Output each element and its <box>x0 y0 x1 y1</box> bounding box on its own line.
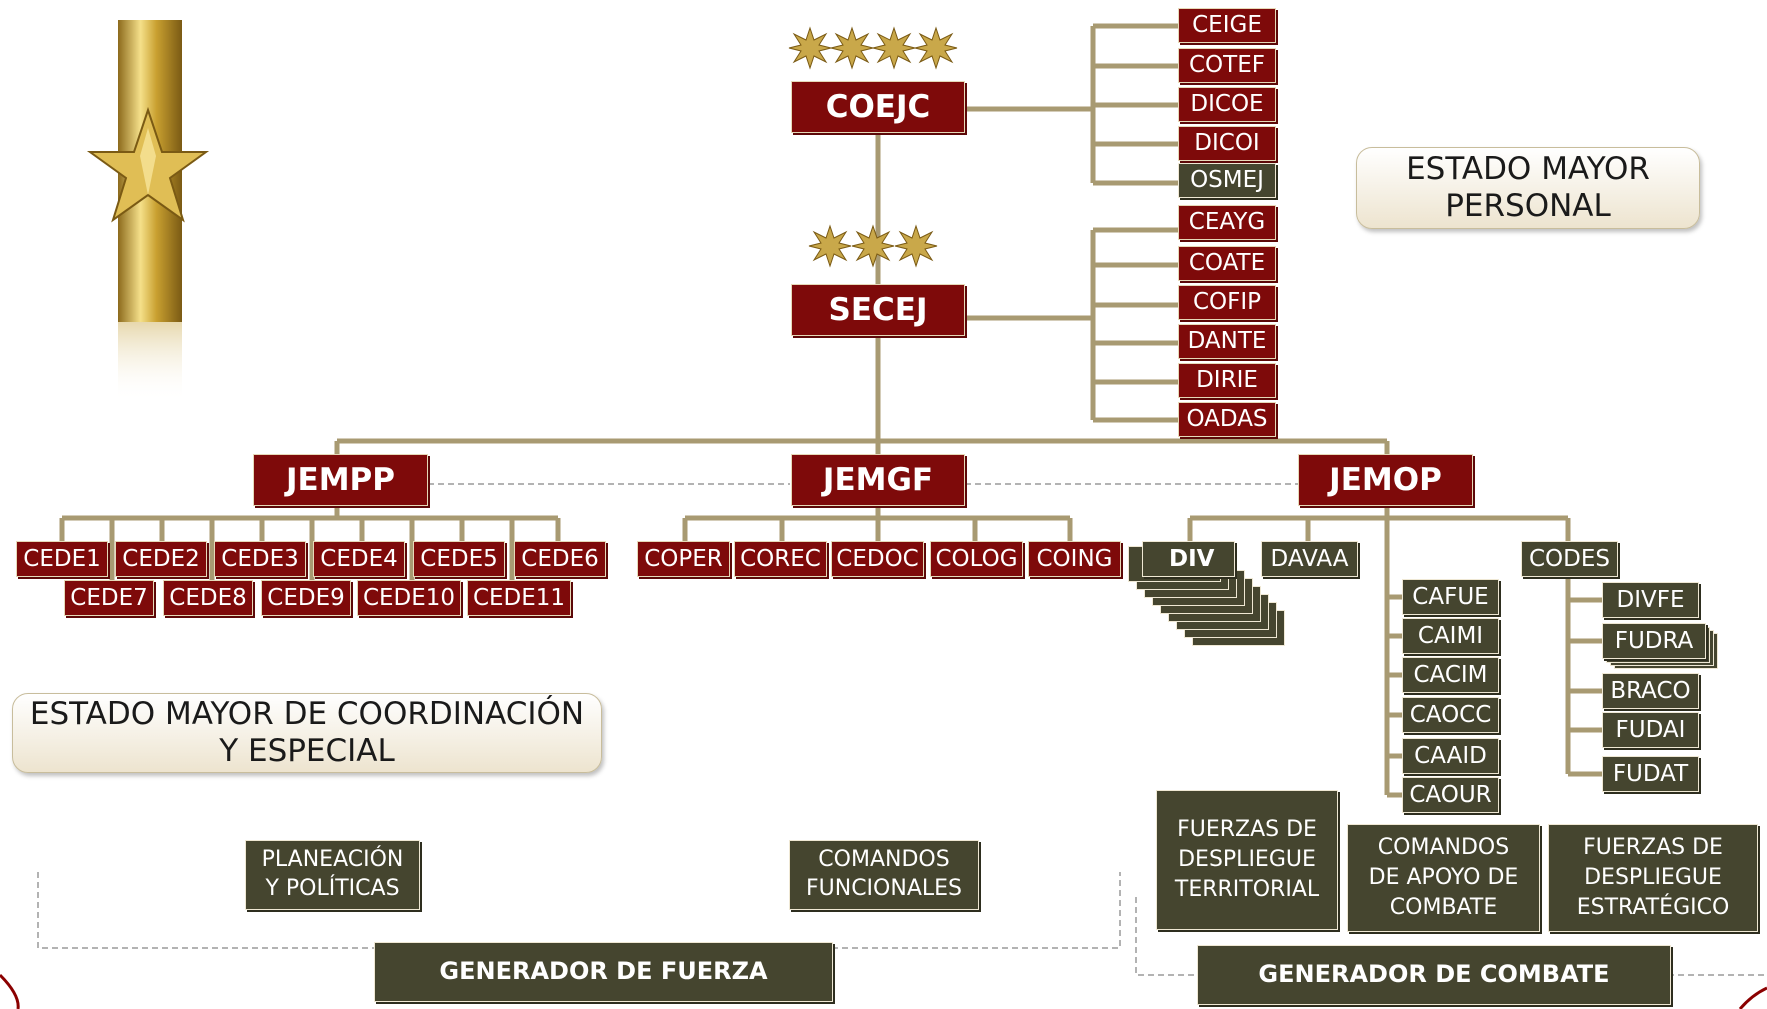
caa-unit: CAOCC <box>1402 697 1499 733</box>
davaa-box: DAVAA <box>1261 541 1358 577</box>
secej-unit-dante: DANTE <box>1178 324 1276 359</box>
cede-unit: CEDE8 <box>163 580 253 616</box>
coejc-box: COEJC <box>791 81 965 133</box>
cede-unit: CEDE6 <box>514 541 606 577</box>
codes-unit: FUDAT <box>1602 756 1699 792</box>
cede-unit: CEDE9 <box>261 580 351 616</box>
cede-unit: CEDE7 <box>64 580 154 616</box>
cede-unit: CEDE1 <box>16 541 108 577</box>
fuerzas-territorial-box: FUERZAS DE DESPLIEGUE TERRITORIAL <box>1156 790 1338 930</box>
caption-estado-mayor-coordinacion: ESTADO MAYOR DE COORDINACIÓN Y ESPECIAL <box>12 693 602 773</box>
codes-unit: DIVFE <box>1602 582 1699 618</box>
caa-unit: CAAID <box>1402 738 1499 774</box>
codes-box: CODES <box>1521 541 1618 577</box>
coejc-unit-dicoi: DICOI <box>1178 126 1276 161</box>
cede-unit: CEDE11 <box>467 580 571 616</box>
general-star-insignia-icon <box>86 20 210 402</box>
generador-fuerza-box: GENERADOR DE FUERZA <box>374 942 833 1002</box>
secej-unit-cofip: COFIP <box>1178 285 1276 320</box>
coejc-unit-dicoe: DICOE <box>1178 87 1276 122</box>
secej-unit-ceayg: CEAYG <box>1178 205 1276 240</box>
caa-unit: CACIM <box>1402 657 1499 693</box>
generador-combate-box: GENERADOR DE COMBATE <box>1197 945 1671 1005</box>
secej-unit-coate: COATE <box>1178 246 1276 281</box>
planeacion-box: PLANEACIÓN Y POLÍTICAS <box>245 840 420 910</box>
coejc-unit-ceige: CEIGE <box>1178 8 1276 43</box>
jempp-box: JEMPP <box>253 454 428 506</box>
secej-unit-dirie: DIRIE <box>1178 363 1276 398</box>
three-star-rank-icon <box>808 224 938 268</box>
cede-unit: CEDE4 <box>313 541 405 577</box>
jemgf-unit: COPER <box>637 541 730 577</box>
jemgf-unit: CEDOC <box>831 541 924 577</box>
fuerzas-estrategico-box: FUERZAS DE DESPLIEGUE ESTRATÉGICO <box>1548 824 1758 932</box>
cede-unit: CEDE10 <box>357 580 461 616</box>
comandos-apoyo-box: COMANDOS DE APOYO DE COMBATE <box>1347 824 1540 932</box>
jemop-box: JEMOP <box>1298 454 1473 506</box>
coejc-unit-cotef: COTEF <box>1178 48 1276 83</box>
div-box: DIV <box>1142 541 1235 577</box>
jemgf-unit: COLOG <box>930 541 1023 577</box>
cede-unit: CEDE5 <box>413 541 505 577</box>
cede-unit: CEDE2 <box>115 541 207 577</box>
secej-box: SECEJ <box>791 284 965 336</box>
coejc-unit-osmej: OSMEJ <box>1178 163 1276 198</box>
jemgf-unit: COREC <box>734 541 827 577</box>
caption-estado-mayor-personal: ESTADO MAYOR PERSONAL <box>1356 147 1700 229</box>
codes-unit: BRACO <box>1602 673 1699 709</box>
secej-unit-oadas: OADAS <box>1178 402 1276 437</box>
four-star-rank-icon <box>788 26 958 70</box>
caa-unit: CAIMI <box>1402 618 1499 654</box>
cede-unit: CEDE3 <box>214 541 306 577</box>
jemgf-unit: COING <box>1028 541 1121 577</box>
caa-unit: CAFUE <box>1402 579 1499 615</box>
codes-unit: FUDAI <box>1602 712 1699 748</box>
codes-unit: FUDRA <box>1602 623 1706 659</box>
jemgf-box: JEMGF <box>791 454 965 506</box>
comandos-funcionales-box: COMANDOS FUNCIONALES <box>789 840 979 910</box>
caa-unit: CAOUR <box>1402 777 1499 813</box>
